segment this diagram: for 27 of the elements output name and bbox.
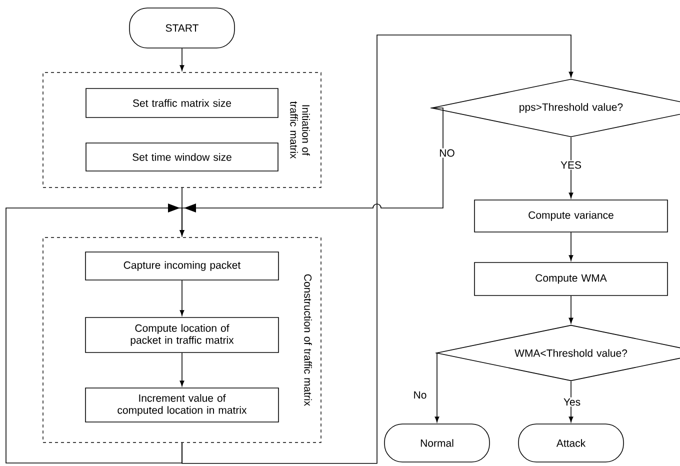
process-box: Set traffic matrix size (86, 88, 278, 118)
edge-label: Yes (562, 397, 582, 407)
arrow (182, 34, 574, 464)
arrow (568, 380, 574, 422)
arrow (6, 204, 184, 464)
process-box: Compute variance (474, 200, 668, 232)
process-box: Compute WMA (474, 262, 668, 296)
arrow (434, 352, 440, 422)
arrow (568, 136, 574, 198)
arrow (568, 232, 574, 261)
arrow (180, 108, 444, 236)
terminal-box: START (129, 8, 235, 48)
terminal-box: Attack (518, 424, 624, 462)
arrow (568, 296, 574, 324)
process-box: Set time window size (86, 142, 278, 172)
group-label: Construction of traffic matrix (304, 274, 312, 406)
group-label: Initiation of traffic matrix (290, 101, 310, 159)
arrow (180, 280, 184, 316)
terminal-box: Normal (384, 424, 490, 462)
edge-label: NO (438, 148, 456, 158)
process-box: Compute location of packet in traffic matrix (85, 317, 279, 353)
edge-label: No (412, 390, 428, 400)
process-box: Increment value of computed location in matrix (85, 388, 279, 422)
process-box: Capture incoming packet (85, 252, 279, 280)
edge-label: YES (560, 160, 582, 170)
arrow (180, 352, 184, 386)
arrow (180, 48, 184, 71)
